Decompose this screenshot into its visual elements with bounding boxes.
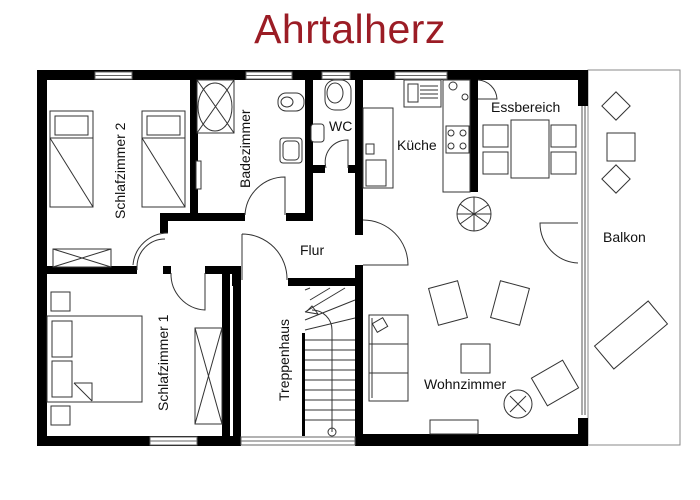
windows (94, 71, 448, 446)
armchair-2 (489, 280, 531, 326)
double-bed (46, 315, 143, 403)
bed-single-1 (49, 110, 94, 208)
kitchen-counter (362, 79, 471, 193)
armchair-1 (427, 280, 469, 326)
room-label-essbereich: Essbereich (491, 99, 560, 115)
nightstand-top (50, 291, 71, 312)
room-label-wohnzimmer: Wohnzimmer (424, 376, 507, 392)
radiator (195, 160, 202, 190)
room-label-flur: Flur (300, 242, 324, 258)
room-label-schlafzimmer1: Schlafzimmer 1 (155, 314, 171, 411)
tv-unit (429, 419, 479, 435)
dining-table (482, 119, 577, 179)
wc-sink (310, 123, 325, 143)
room-label-schlafzimmer2: Schlafzimmer 2 (112, 122, 128, 219)
sofa (368, 314, 409, 402)
toilet (324, 79, 352, 111)
nightstand-bottom (50, 405, 71, 426)
bathroom-sink (279, 137, 303, 164)
room-label-treppenhaus: Treppenhaus (276, 319, 292, 401)
balcony-furniture (593, 91, 669, 370)
spiral-staircase (456, 196, 492, 232)
room-label-kueche: Küche (397, 137, 437, 153)
bidet (277, 92, 305, 112)
staircase (302, 287, 356, 437)
armchair-3 (530, 359, 580, 407)
doors (132, 79, 579, 311)
wardrobe (194, 327, 223, 425)
bed-single-2 (141, 110, 186, 208)
room-label-badezimmer: Badezimmer (237, 109, 253, 188)
plan-title: Ahrtalherz (254, 6, 446, 52)
wardrobe-small (52, 248, 112, 268)
room-label-wc: WC (329, 118, 352, 134)
coffee-table (460, 343, 491, 374)
room-label-balkon: Balkon (603, 229, 646, 245)
plant (503, 389, 533, 419)
balcony-outline (587, 69, 681, 446)
walls (37, 70, 588, 446)
shower (196, 79, 235, 134)
